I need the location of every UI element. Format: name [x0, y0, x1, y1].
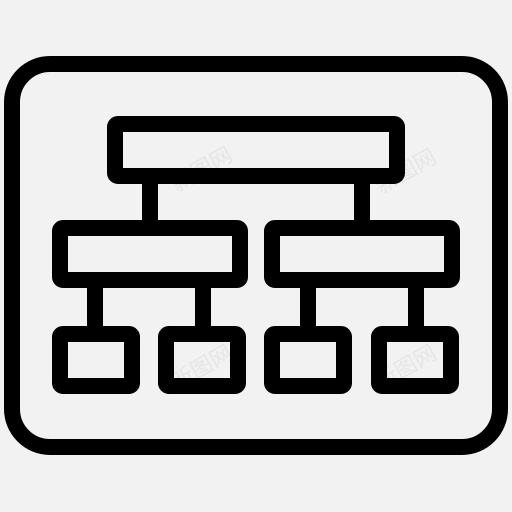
- leaf-3: [264, 326, 352, 394]
- top-node: [107, 116, 405, 184]
- leaf-2: [158, 326, 246, 394]
- mid-node-left: [52, 220, 248, 288]
- mid-node-right: [264, 220, 460, 288]
- leaf-4: [371, 326, 459, 394]
- frame: [4, 56, 508, 455]
- leaf-1: [52, 326, 140, 394]
